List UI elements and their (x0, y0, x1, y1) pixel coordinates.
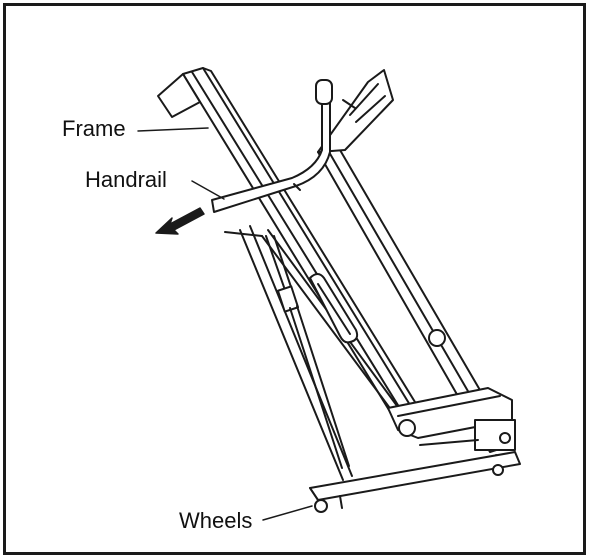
leader-lines (137, 127, 313, 521)
direction-arrow-icon (155, 207, 205, 235)
front-upright (317, 69, 513, 453)
base-frame (309, 451, 521, 513)
deck-base (387, 387, 516, 466)
wheel-front (314, 499, 328, 513)
wheel-rear (492, 464, 504, 476)
frame-callout: Frame (62, 116, 126, 141)
handrail (211, 79, 333, 213)
wheels-callout: Wheels (179, 508, 253, 533)
frame-details (309, 273, 446, 347)
gas-strut (265, 235, 350, 469)
handrail-callout: Handrail (85, 167, 167, 192)
